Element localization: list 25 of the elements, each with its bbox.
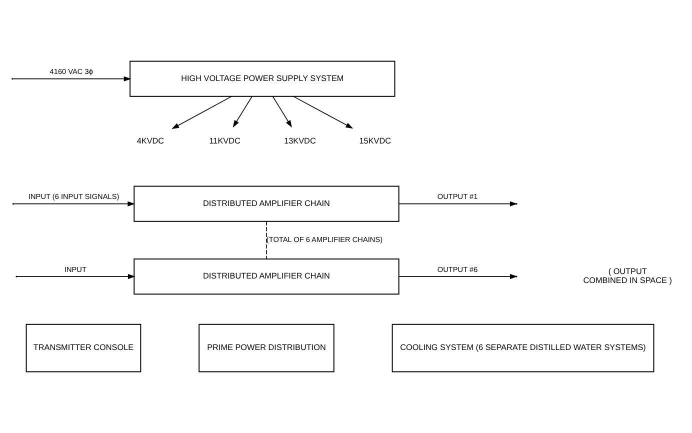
label: ( OUTPUT COMBINED IN SPACE ): [583, 267, 672, 286]
node-text: 15KVDC: [359, 136, 392, 146]
arrow: [232, 96, 252, 128]
node-box: DISTRIBUTED AMPLIFIER CHAIN: [134, 258, 400, 295]
arrow: [16, 274, 136, 280]
edge-label: INPUT (6 INPUT SIGNALS): [28, 192, 120, 202]
node-text: 4KVDC: [136, 136, 164, 146]
arrow: [293, 96, 354, 129]
edge-label: INPUT: [64, 264, 86, 274]
node-box: TRANSMITTER CONSOLE: [26, 324, 142, 372]
arrow: [13, 201, 136, 206]
edge-label: 4160 VAC 3ϕ: [50, 67, 93, 76]
node-text: 11KVDC: [209, 136, 240, 146]
edge-label: OUTPUT #1: [437, 192, 478, 202]
node-box: DISTRIBUTED AMPLIFIER CHAIN: [134, 186, 400, 222]
edge-label: (TOTAL OF 6 AMPLIFIER CHAINS): [266, 234, 383, 244]
node-box: HIGH VOLTAGE POWER SUPPLY SYSTEM: [130, 60, 396, 97]
node-text: 13KVDC: [284, 136, 316, 146]
node-box: PRIME POWER DISTRIBUTION: [198, 324, 334, 372]
edge-label: OUTPUT #6: [437, 264, 478, 274]
arrow: [272, 96, 292, 128]
connector: [266, 221, 267, 260]
node-box: COOLING SYSTEM (6 SEPARATE DISTILLED WATER SYSTEMS): [392, 324, 654, 372]
arrow: [172, 96, 232, 129]
arrow: [12, 76, 132, 82]
